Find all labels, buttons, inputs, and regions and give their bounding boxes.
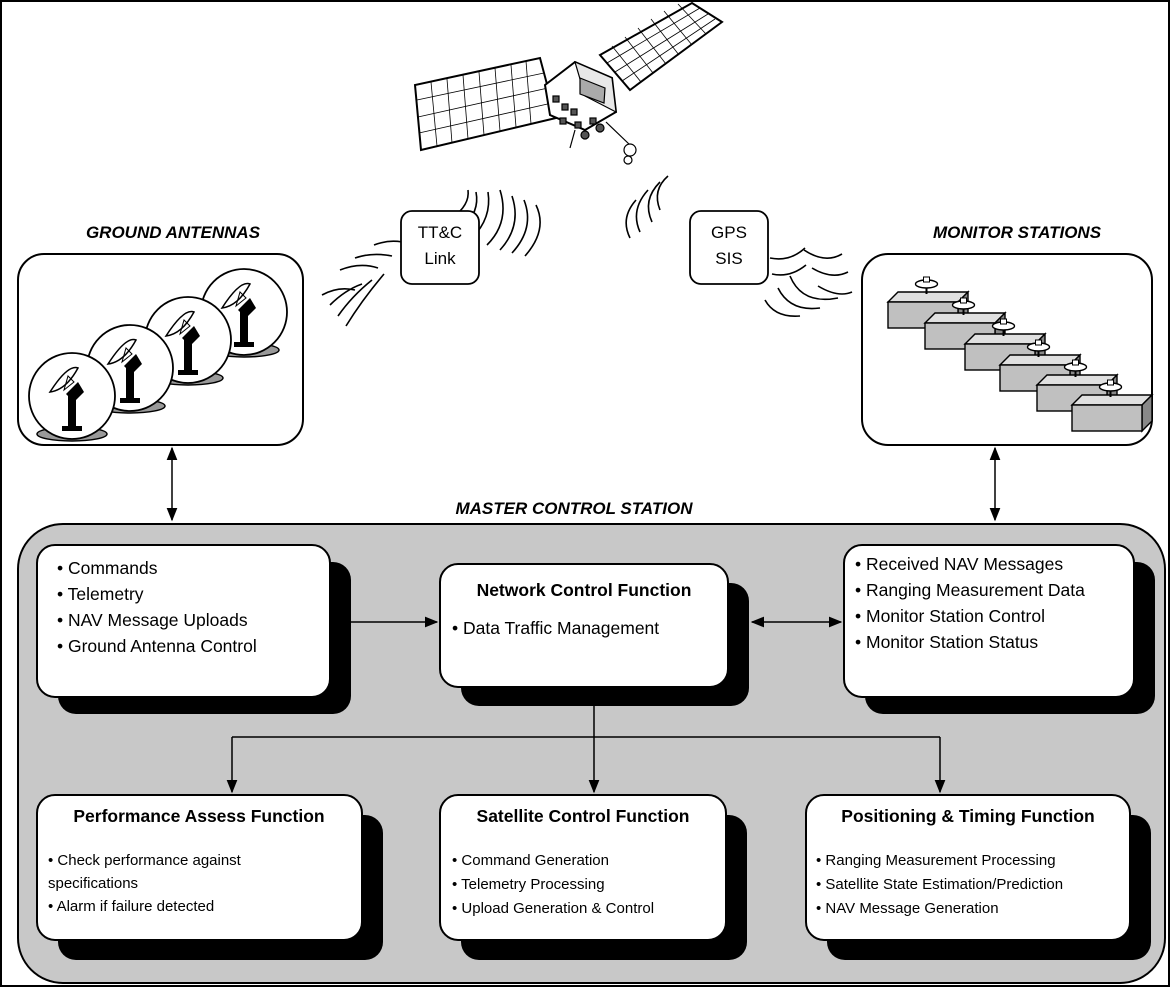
satellite-control-title: Satellite Control Function <box>477 806 690 826</box>
ground-antenna-io-item: • Commands <box>57 558 158 578</box>
satellite-control-item: • Command Generation <box>452 852 609 869</box>
gps-sis-label: GPS SIS <box>689 210 769 285</box>
master-control-station-title: MASTER CONTROL STATION <box>455 499 693 518</box>
ground-antenna-io-box: • Commands • Telemetry • NAV Message Upl… <box>36 544 351 714</box>
network-control-box: Network Control Function • Data Traffic … <box>439 563 749 706</box>
satellite-control-item: • Upload Generation & Control <box>452 900 654 917</box>
radio-wave-icon <box>321 175 853 327</box>
gps-sis-line2: SIS <box>715 249 742 268</box>
ground-antenna-io-item: • NAV Message Uploads <box>57 610 248 630</box>
satellite-control-box: Satellite Control Function • Command Gen… <box>439 794 747 960</box>
monitor-station-icon <box>886 276 1154 433</box>
ground-antennas-title: GROUND ANTENNAS <box>86 223 261 242</box>
ground-antenna-icon <box>28 352 116 442</box>
satellite-control-item: • Telemetry Processing <box>452 876 605 893</box>
performance-assess-item: • Alarm if failure detected <box>48 898 214 915</box>
performance-assess-item: • Check performance against <box>48 852 242 869</box>
satellite-icon <box>413 1 724 165</box>
ground-antenna-io-item: • Telemetry <box>57 584 144 604</box>
ttc-link-line2: Link <box>424 249 456 268</box>
ground-antenna-io-item: • Ground Antenna Control <box>57 636 257 656</box>
positioning-timing-title: Positioning & Timing Function <box>841 806 1094 826</box>
monitor-station-icon <box>1070 379 1154 433</box>
positioning-timing-box: Positioning & Timing Function • Ranging … <box>805 794 1151 960</box>
positioning-timing-item: • Ranging Measurement Processing <box>816 852 1056 869</box>
gps-sis-line1: GPS <box>711 223 747 242</box>
performance-assess-item: specifications <box>48 875 138 892</box>
positioning-timing-item: • NAV Message Generation <box>816 900 999 917</box>
network-control-item: • Data Traffic Management <box>452 618 659 638</box>
performance-assess-box: Performance Assess Function • Check perf… <box>36 794 383 960</box>
monitor-station-io-item: • Monitor Station Control <box>855 606 1045 626</box>
ground-antenna-icon <box>28 268 288 442</box>
positioning-timing-item: • Satellite State Estimation/Prediction <box>816 876 1063 893</box>
monitor-station-io-item: • Ranging Measurement Data <box>855 580 1085 600</box>
ttc-link-line1: TT&C <box>418 223 462 242</box>
monitor-stations-title: MONITOR STATIONS <box>933 223 1102 242</box>
monitor-station-io-item: • Received NAV Messages <box>855 554 1063 574</box>
monitor-station-io-box: • Received NAV Messages • Ranging Measur… <box>843 544 1155 714</box>
monitor-station-io-item: • Monitor Station Status <box>855 632 1038 652</box>
network-control-title: Network Control Function <box>477 580 692 600</box>
ttc-link-label: TT&C Link <box>400 210 480 285</box>
performance-assess-title: Performance Assess Function <box>73 806 324 826</box>
